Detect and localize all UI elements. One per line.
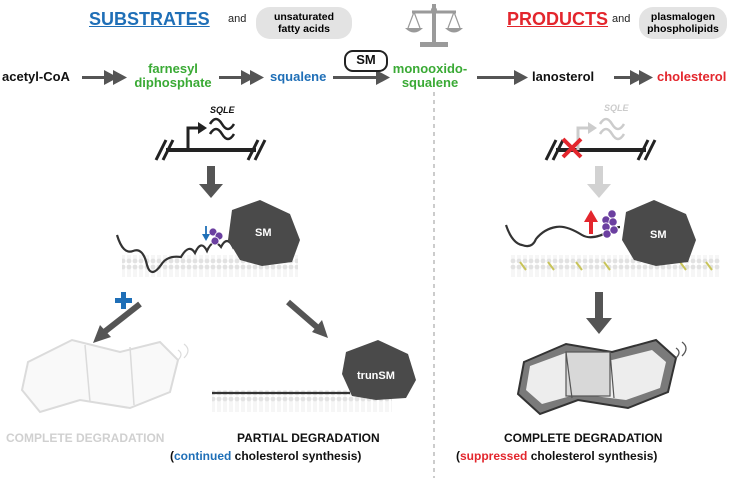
acetyl-coa-label: acetyl-CoA xyxy=(2,69,70,84)
squalene-label: squalene xyxy=(270,69,327,84)
membrane-left-bottom xyxy=(212,390,392,412)
products-pill-line1: plasmalogen xyxy=(650,11,716,23)
red-x-icon xyxy=(561,137,583,159)
caption-rest-left: cholesterol synthesis) xyxy=(231,449,362,463)
monooxido-line1: monooxido- xyxy=(392,61,468,76)
arrow-to-complete-degradation-left-icon xyxy=(93,301,142,343)
caption-open-right: ( xyxy=(456,449,460,463)
suppressed-synthesis-caption: (suppressed cholesterol synthesis) xyxy=(456,450,657,463)
monooxidosqualene-label: monooxido- squalene xyxy=(393,62,467,89)
sqle-gene-label-right: SQLE xyxy=(604,103,629,113)
arrow-squalene-to-monooxidosqualene-icon xyxy=(333,70,390,85)
substrates-pill-line2: fatty acids xyxy=(278,23,330,35)
and-left-label: and xyxy=(228,13,247,25)
arrow-lanosterol-to-cholesterol-icon xyxy=(614,70,653,85)
balance-scale-icon xyxy=(405,4,463,47)
cholesterol-label: cholesterol xyxy=(657,69,727,84)
sm-protein-label-left: SM xyxy=(255,227,272,239)
sqle-gene-label-left: SQLE xyxy=(210,105,235,115)
sm-protein-left xyxy=(228,200,300,266)
sqle-gene-left xyxy=(154,117,267,161)
arrow-farnesyl-to-squalene-icon xyxy=(219,70,264,85)
arrow-gene-to-sm-left-icon xyxy=(199,166,223,198)
ubiquitin-left-icon xyxy=(208,227,224,246)
lanosterol-label: lanosterol xyxy=(532,69,595,84)
proteasome-faded-left xyxy=(20,338,189,414)
sm-protein-label-right: SM xyxy=(650,229,667,241)
farnesyl-diphosphate-label: farnesyl diphosphate xyxy=(134,62,211,89)
farnesyl-line2: diphosphate xyxy=(134,74,212,90)
continued-highlight: continued xyxy=(174,449,232,463)
caption-rest-right: cholesterol synthesis) xyxy=(527,449,658,463)
sm-enzyme-box xyxy=(344,50,388,72)
arrow-to-complete-degradation-right-icon xyxy=(586,292,612,334)
products-title: PRODUCTS xyxy=(507,9,609,29)
ubiquitin-chain-right-icon xyxy=(601,209,619,239)
substrates-title: SUBSTRATES xyxy=(89,9,210,29)
sm-chain-left xyxy=(115,234,244,274)
arrow-to-partial-degradation-icon xyxy=(286,299,328,338)
arrow-gene-to-sm-right-icon xyxy=(587,166,611,198)
monooxido-line2: squalene xyxy=(401,74,459,90)
substrates-pill: unsaturated fatty acids xyxy=(256,7,352,39)
caption-open-left: ( xyxy=(170,449,174,463)
complete-degradation-right-label: COMPLETE DEGRADATION xyxy=(504,431,663,445)
substrates-pill-line1: unsaturated xyxy=(273,11,335,23)
sm-protein-right xyxy=(622,200,696,266)
pathway-arrows xyxy=(82,70,653,85)
sm-enzyme-label: SM xyxy=(356,52,376,67)
products-pill: plasmalogen phospholipids xyxy=(639,7,727,39)
arrow-acetyl-to-farnesyl-icon xyxy=(82,70,127,85)
arrow-monooxidosqualene-to-lanosterol-icon xyxy=(477,70,528,85)
partial-degradation-label: PARTIAL DEGRADATION xyxy=(237,431,380,445)
complete-degradation-left-label: COMPLETE DEGRADATION xyxy=(6,431,165,445)
red-up-arrow-icon xyxy=(584,210,598,234)
suppressed-highlight: suppressed xyxy=(460,449,528,463)
sterol-molecules xyxy=(519,261,713,271)
trunsm-protein xyxy=(342,340,416,400)
trunsm-protein-label: trunSM xyxy=(357,370,395,382)
blue-block-cross-icon xyxy=(115,292,132,309)
and-right-label: and xyxy=(612,13,631,25)
farnesyl-line1: farnesyl xyxy=(148,61,198,76)
sqle-gene-right xyxy=(544,117,657,161)
proteasome-right xyxy=(516,338,687,416)
products-pill-line2: phospholipids xyxy=(647,23,719,35)
continued-synthesis-caption: (continued cholesterol synthesis) xyxy=(170,450,361,463)
blue-down-arrow-icon xyxy=(202,226,210,241)
